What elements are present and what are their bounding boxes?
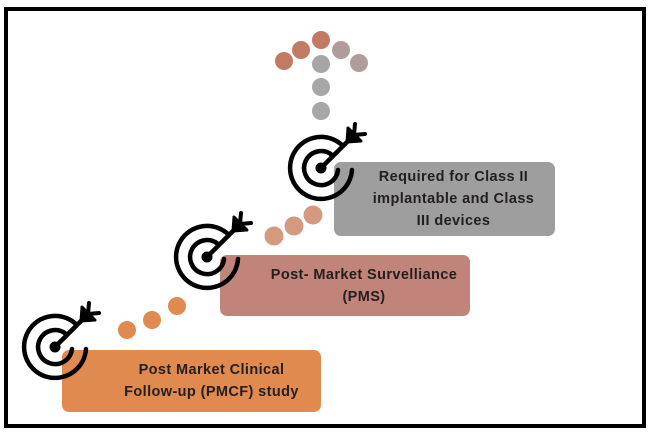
step-box-class: Required for Class II implantable and Cl… <box>334 162 555 236</box>
arrow-dot <box>332 41 350 59</box>
step-label-line: Post Market Clinical <box>138 362 285 378</box>
arrow-dot <box>350 54 368 72</box>
target-arrow-icon <box>21 301 101 381</box>
step-label-line: III devices <box>416 213 491 229</box>
step-label-line: Post- Market Survelliance <box>270 266 458 283</box>
connector-dots-2-3 <box>264 205 323 246</box>
arrow-dot <box>312 55 330 73</box>
arrow-dot <box>275 52 293 70</box>
connector-dots-1-2 <box>118 297 186 339</box>
connector-dot <box>284 216 304 236</box>
connector-dot <box>303 205 323 225</box>
arrow-dot <box>312 102 330 120</box>
connector-dot <box>118 321 136 339</box>
target-arrow-icon <box>173 211 253 291</box>
up-arrow-dots-icon <box>275 31 368 120</box>
step-label-line: Required for Class II <box>378 169 529 185</box>
arrow-dot <box>312 78 330 96</box>
arrow-dot <box>312 31 330 49</box>
step-box-pms: Post- Market Survelliance (PMS) <box>220 255 470 316</box>
connector-dot <box>264 226 284 246</box>
step-label-line: Follow-up (PMCF) study <box>124 384 299 400</box>
connector-dot <box>168 297 186 315</box>
connector-dot <box>143 311 161 329</box>
step-label-line: implantable and Class <box>372 191 535 207</box>
step-label-line: (PMS) <box>342 288 386 305</box>
step-box-pmcf: Post Market Clinical Follow-up (PMCF) st… <box>62 350 321 412</box>
target-arrow-icon <box>287 122 367 202</box>
arrow-dot <box>292 41 310 59</box>
